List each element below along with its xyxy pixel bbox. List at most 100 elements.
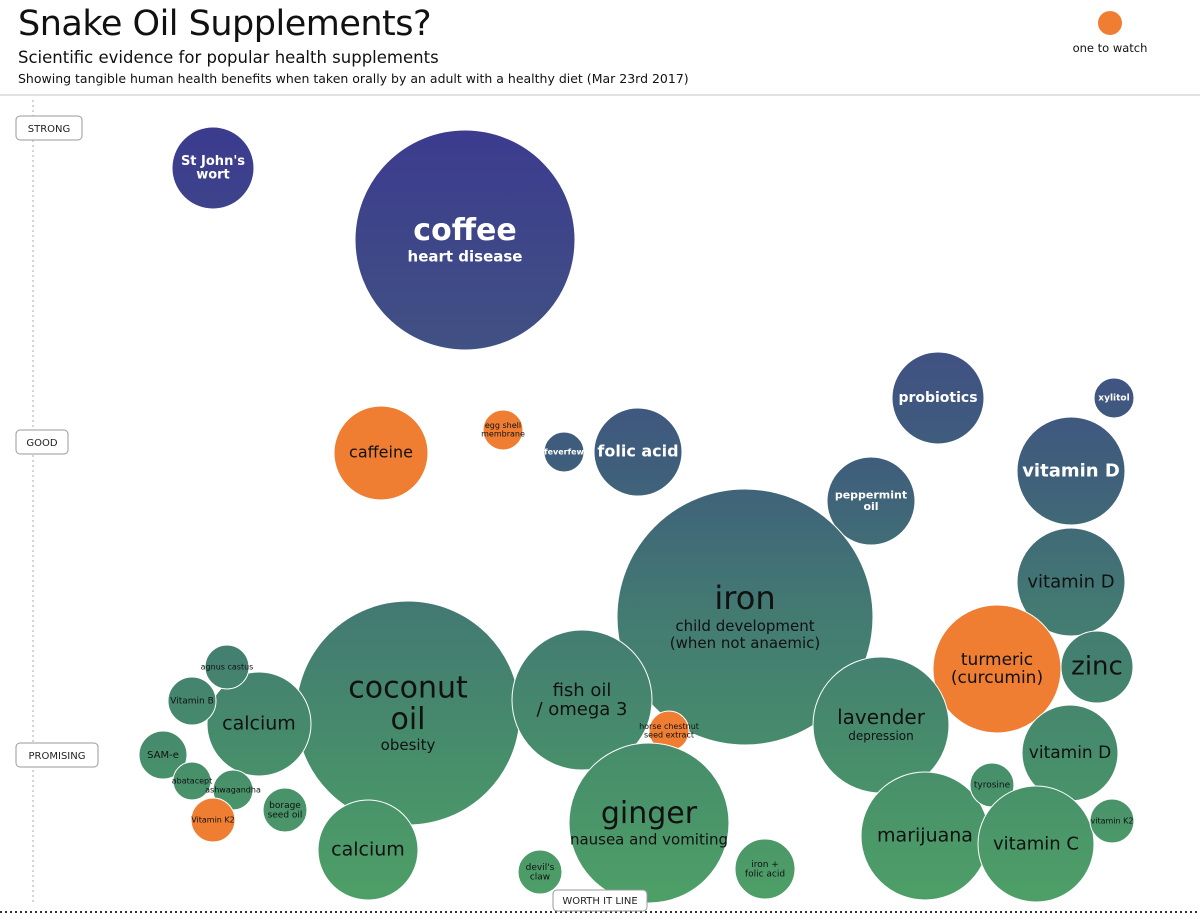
bubble-label: vitamin D: [1029, 743, 1111, 763]
bubble-fish-oil-omega-3[interactable]: [511, 629, 653, 771]
bubble-vitamin-k2[interactable]: [190, 797, 236, 843]
bubble-label: calcium: [331, 839, 405, 861]
bubble-circle[interactable]: [354, 129, 576, 351]
bubble-circle[interactable]: [977, 785, 1095, 903]
bubble-label: ashwagandha: [205, 785, 261, 794]
bubble-circle[interactable]: [1016, 527, 1126, 637]
bubble-circle[interactable]: [1016, 416, 1126, 526]
worth-it-line-label: WORTH IT LINE: [562, 896, 637, 907]
evidence-level-label: GOOD: [26, 438, 57, 449]
legend-label: one to watch: [1072, 41, 1148, 55]
bubble-label: vitamin C: [993, 833, 1079, 854]
bubble-label: vitamin D: [1022, 460, 1120, 481]
bubble-label: calcium: [222, 713, 296, 735]
bubble-circle[interactable]: [167, 676, 217, 726]
bubble-borage-seed-oil[interactable]: [262, 787, 308, 833]
bubble-feverfew[interactable]: [543, 431, 585, 473]
bubble-coffee[interactable]: [354, 129, 576, 351]
evidence-level-label: PROMISING: [29, 751, 86, 762]
bubble-circle[interactable]: [317, 799, 419, 901]
evidence-level-strong: STRONG: [15, 115, 83, 141]
bubble-sublabel: (when not anaemic): [670, 634, 820, 652]
bubble-label: iron +folic acid: [745, 860, 785, 879]
bubble-label: tyrosine: [974, 781, 1011, 791]
legend-one-to-watch-marker: [1098, 11, 1122, 35]
bubble-circle[interactable]: [1093, 377, 1135, 419]
bubble-calcium[interactable]: [206, 671, 312, 777]
bubble-circle[interactable]: [517, 849, 563, 895]
bubble-circle[interactable]: [734, 838, 796, 900]
bubble-sublabel: obesity: [381, 736, 436, 754]
bubble-label: turmeric(curcumin): [951, 650, 1043, 688]
bubble-st-john-s-wort[interactable]: [171, 126, 255, 210]
bubble-sam-e[interactable]: [138, 730, 188, 780]
bubble-zinc[interactable]: [1060, 630, 1134, 704]
bubble-sublabel: depression: [848, 729, 913, 743]
bubble-circle[interactable]: [204, 644, 250, 690]
bubble-circle[interactable]: [206, 671, 312, 777]
bubble-circle[interactable]: [482, 409, 524, 451]
bubble-circle[interactable]: [262, 787, 308, 833]
bubble-circle[interactable]: [190, 797, 236, 843]
worth-it-label: WORTH IT LINE: [552, 889, 648, 912]
bubble-label: fish oil/ omega 3: [536, 680, 627, 720]
bubble-circle[interactable]: [172, 761, 212, 801]
bubble-label: xylitol: [1098, 394, 1129, 404]
bubble-label: marijuana: [877, 825, 973, 847]
bubble-iron-folic-acid[interactable]: [734, 838, 796, 900]
bubble-xylitol[interactable]: [1093, 377, 1135, 419]
bubble-label: vitamin D: [1027, 571, 1114, 592]
bubble-abatacept[interactable]: [172, 761, 212, 801]
bubble-circle[interactable]: [568, 742, 730, 904]
chart-title: Snake Oil Supplements?: [18, 4, 432, 44]
bubble-circle[interactable]: [333, 405, 429, 501]
bubble-circle[interactable]: [543, 431, 585, 473]
bubble-label: caffeine: [349, 443, 413, 462]
bubble-sublabel: heart disease: [408, 247, 523, 265]
bubble-label: SAM-e: [147, 750, 179, 761]
bubble-ginger[interactable]: [568, 742, 730, 904]
chart-description: Showing tangible human health benefits w…: [18, 71, 689, 86]
bubble-peppermint-oil[interactable]: [826, 456, 916, 546]
bubble-label: feverfew: [544, 447, 584, 456]
bubble-label: folic acid: [597, 442, 678, 461]
bubble-agnus-castus[interactable]: [204, 644, 250, 690]
bubble-vitamin-b[interactable]: [167, 676, 217, 726]
bubble-circle[interactable]: [616, 488, 874, 746]
bubble-circle[interactable]: [511, 629, 653, 771]
bubble-circle[interactable]: [1060, 630, 1134, 704]
bubble-probiotics[interactable]: [891, 351, 985, 445]
bubble-circle[interactable]: [826, 456, 916, 546]
bubble-iron[interactable]: [616, 488, 874, 746]
bubble-vitamin-d[interactable]: [1016, 416, 1126, 526]
bubble-label: zinc: [1071, 652, 1123, 682]
bubble-caffeine[interactable]: [333, 405, 429, 501]
bubble-vitamin-d[interactable]: [1016, 527, 1126, 637]
bubble-label: Vitamin K2: [191, 815, 235, 824]
bubble-devil-s-claw[interactable]: [517, 849, 563, 895]
bubble-circle[interactable]: [171, 126, 255, 210]
evidence-level-label: STRONG: [28, 124, 71, 135]
bubble-egg-shell-membrane[interactable]: [482, 409, 524, 451]
bubble-circle[interactable]: [138, 730, 188, 780]
bubble-calcium[interactable]: [317, 799, 419, 901]
bubble-circle[interactable]: [593, 407, 683, 497]
bubble-folic-acid[interactable]: [593, 407, 683, 497]
bubble-sublabel: child development: [675, 617, 814, 635]
bubble-circle[interactable]: [1089, 798, 1135, 844]
bubble-circle[interactable]: [891, 351, 985, 445]
bubble-label: Vitamin B: [170, 697, 214, 707]
bubble-vitamin-c[interactable]: [977, 785, 1095, 903]
bubble-vitamin-k2[interactable]: [1089, 798, 1135, 844]
bubble-sublabel: nausea and vomiting: [570, 830, 728, 848]
